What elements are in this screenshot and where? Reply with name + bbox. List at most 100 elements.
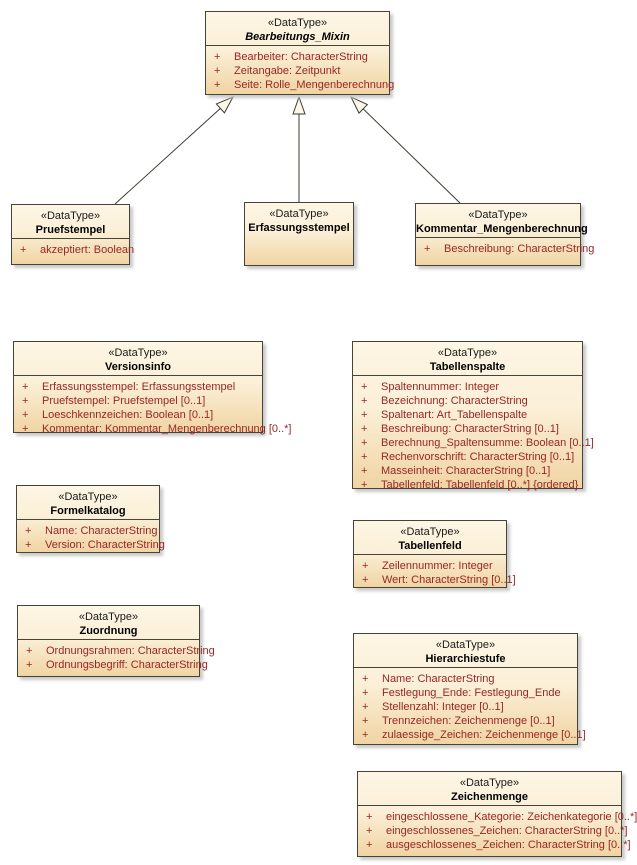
attribute-visibility: + xyxy=(361,437,368,449)
stereotype-label: «DataType» xyxy=(400,526,460,538)
attribute-row: +zulaessige_Zeichen: Zeichenmenge [0..1] xyxy=(362,728,586,742)
class-box-tabellenfeld[interactable]: «DataType» Tabellenfeld + Zeilennummer: I… xyxy=(353,520,516,588)
generalization-arrow-kommentar-mengenberechnung[interactable] xyxy=(349,95,461,204)
attribute-row: + akzeptiert: Boolean xyxy=(20,243,134,257)
attribute-visibility: + xyxy=(25,525,32,537)
attribute-signature: Spaltennummer: Integer xyxy=(381,381,500,393)
attribute-visibility: + xyxy=(362,574,369,586)
attributes-compartment: + Bearbeiter: CharacterString+ Zeitangabe:… xyxy=(206,45,394,92)
stereotype-label: «DataType» xyxy=(78,611,139,623)
class-header: «DataType» Zuordnung xyxy=(18,606,199,639)
attribute-signature: Beschreibung: CharacterString [0..1] xyxy=(381,423,559,435)
attribute-signature: Rechenvorschrift: CharacterString [0..1] xyxy=(381,451,575,463)
attribute-visibility: + xyxy=(214,51,221,63)
attributes-compartment: +Name: CharacterString+Festlegung_Ende: … xyxy=(354,667,586,742)
attribute-signature: akzeptiert: Boolean xyxy=(40,244,135,256)
attribute-row: +Bezeichnung: CharacterString xyxy=(361,394,578,408)
attributes-compartment: + Spaltennummer: Integer+Bezeichnung: Cha… xyxy=(353,375,594,492)
class-header: «DataType» Bearbeitungs_Mixin xyxy=(206,12,389,45)
attribute-visibility: + xyxy=(361,381,368,393)
attribute-signature: Name: CharacterString xyxy=(382,673,495,685)
attributes-compartment: +Erfassungsstempel: Erfassungsstempel+Pr… xyxy=(14,375,291,436)
attribute-signature: Zeilennummer: Integer xyxy=(382,560,493,572)
class-name: Zeichenmenge xyxy=(450,791,529,803)
class-box-kommentar-mengenberechnung[interactable]: «DataType» Kommentar_Mengenberechnung + B… xyxy=(415,203,594,266)
attribute-row: +eingeschlossenes_Zeichen: CharacterStri… xyxy=(366,824,628,838)
attribute-visibility: + xyxy=(361,479,368,491)
attribute-row: +eingeschlossene_Kategorie: Zeichenkateg… xyxy=(366,810,637,824)
class-box-erfassungsstempel[interactable]: «DataType» Erfassungsstempel xyxy=(244,202,354,266)
attribute-visibility: + xyxy=(424,243,431,255)
attribute-visibility: + xyxy=(20,244,27,256)
attribute-row: + Stellenzahl: Integer [0..1] xyxy=(362,700,573,714)
stereotype-label: «DataType» xyxy=(58,491,118,503)
attribute-visibility: + xyxy=(362,560,369,572)
attribute-visibility: + xyxy=(362,687,369,699)
attribute-visibility: + xyxy=(362,673,369,685)
attribute-row: + Spaltennummer: Integer xyxy=(361,380,578,394)
attribute-row: + Zeilennummer: Integer xyxy=(362,559,502,573)
class-box-pruefstempel[interactable]: «DataType» Pruefstempel +akzeptiert: Boo… xyxy=(11,204,134,265)
attribute-visibility: + xyxy=(22,395,29,407)
attribute-signature: eingeschlossene_Kategorie: Zeichenkatego… xyxy=(386,811,637,823)
attribute-visibility: + xyxy=(366,839,373,851)
attribute-visibility: + xyxy=(361,423,368,435)
class-box-bearbeitungs-mixin[interactable]: «DataType» Bearbeitungs_Mixin + Bearbeite… xyxy=(205,11,394,95)
class-box-versionsinfo[interactable]: «DataType» Versionsinfo +Erfassungsstemp… xyxy=(13,341,291,436)
attribute-signature: Tabellenfeld: Tabellenfeld [0..*] {order… xyxy=(381,479,579,491)
attribute-signature: Zeitangabe: Zeitpunkt xyxy=(234,65,341,77)
class-box-tabellenspalte[interactable]: «DataType» Tabellenspalte + Spaltennummer… xyxy=(352,341,594,492)
attribute-visibility: + xyxy=(361,451,368,463)
class-header: «DataType» Zeichenmenge xyxy=(358,772,621,805)
attribute-visibility: + xyxy=(22,381,29,393)
class-box-zuordnung[interactable]: «DataType» Zuordnung + Ordnungsrahmen: Ch… xyxy=(17,605,215,677)
stereotype-label: «DataType» xyxy=(40,210,101,222)
class-name: Tabellenfeld xyxy=(398,540,462,552)
attribute-signature: Pruefstempel: Pruefstempel [0..1] xyxy=(42,395,206,407)
stereotype-label: «DataType» xyxy=(108,347,168,359)
attribute-visibility: + xyxy=(362,701,369,713)
attribute-row: + Beschreibung: CharacterString xyxy=(424,242,594,256)
attribute-visibility: + xyxy=(361,409,368,421)
class-box-formelkatalog[interactable]: «DataType» Formelkatalog +Name: Characte… xyxy=(16,485,165,553)
attribute-row: + Name: CharacterString xyxy=(362,672,573,686)
stereotype-label: «DataType» xyxy=(269,208,329,220)
attribute-row: + Bearbeiter: CharacterString xyxy=(214,50,385,64)
class-header: «DataType» Tabellenfeld xyxy=(354,521,506,554)
stereotype-label: «DataType» xyxy=(468,209,528,221)
attribute-visibility: + xyxy=(26,659,33,671)
class-header: «DataType» Erfassungsstempel xyxy=(245,203,353,236)
class-header: «DataType» Tabellenspalte xyxy=(353,342,582,375)
attribute-signature: Wert: CharacterString [0..1] xyxy=(382,574,516,586)
attribute-row: +Masseinheit: CharacterString [0..1] xyxy=(361,464,578,478)
attribute-visibility: + xyxy=(26,645,33,657)
attribute-signature: Loeschkennzeichen: Boolean [0..1] xyxy=(42,409,214,421)
class-header: «DataType» Formelkatalog xyxy=(17,486,159,519)
attribute-visibility: + xyxy=(361,465,368,477)
attribute-row: +Name: CharacterString xyxy=(25,524,158,538)
attribute-signature: Bearbeiter: CharacterString xyxy=(234,51,368,63)
class-name: Formelkatalog xyxy=(50,505,126,517)
class-name: Kommentar_Mengenberechnung xyxy=(416,223,588,235)
generalization-arrow-pruefstempel[interactable] xyxy=(114,95,235,205)
attribute-row: + ausgeschlossenes_Zeichen: CharacterStri… xyxy=(366,838,631,852)
stereotype-label: «DataType» xyxy=(459,777,520,789)
attribute-row: + Ordnungsrahmen: CharacterString xyxy=(26,644,215,658)
stereotype-label: «DataType» xyxy=(267,17,328,29)
class-box-zeichenmenge[interactable]: «DataType» Zeichenmenge +eingeschlossene… xyxy=(357,771,637,857)
attribute-signature: Beschreibung: CharacterString xyxy=(444,243,595,255)
attribute-row: +Seite: Rolle_Mengenberechnung xyxy=(214,78,394,92)
class-box-hierarchiestufe[interactable]: «DataType» Hierarchiestufe +Name: Charac… xyxy=(353,633,586,745)
attribute-signature: ausgeschlossenes_Zeichen: CharacterStrin… xyxy=(386,839,631,851)
attribute-signature: Ordnungsrahmen: CharacterString xyxy=(46,645,215,657)
stereotype-label: «DataType» xyxy=(435,639,496,651)
attribute-visibility: + xyxy=(22,423,29,435)
attribute-row: + Beschreibung: CharacterString [0..1] xyxy=(361,422,578,436)
attribute-signature: Kommentar: Kommentar_Mengenberechnung [0… xyxy=(42,423,292,435)
class-name: Erfassungsstempel xyxy=(248,222,350,234)
attribute-signature: eingeschlossenes_Zeichen: CharacterStrin… xyxy=(386,825,628,837)
attribute-signature: Stellenzahl: Integer [0..1] xyxy=(382,701,504,713)
attribute-visibility: + xyxy=(22,409,29,421)
